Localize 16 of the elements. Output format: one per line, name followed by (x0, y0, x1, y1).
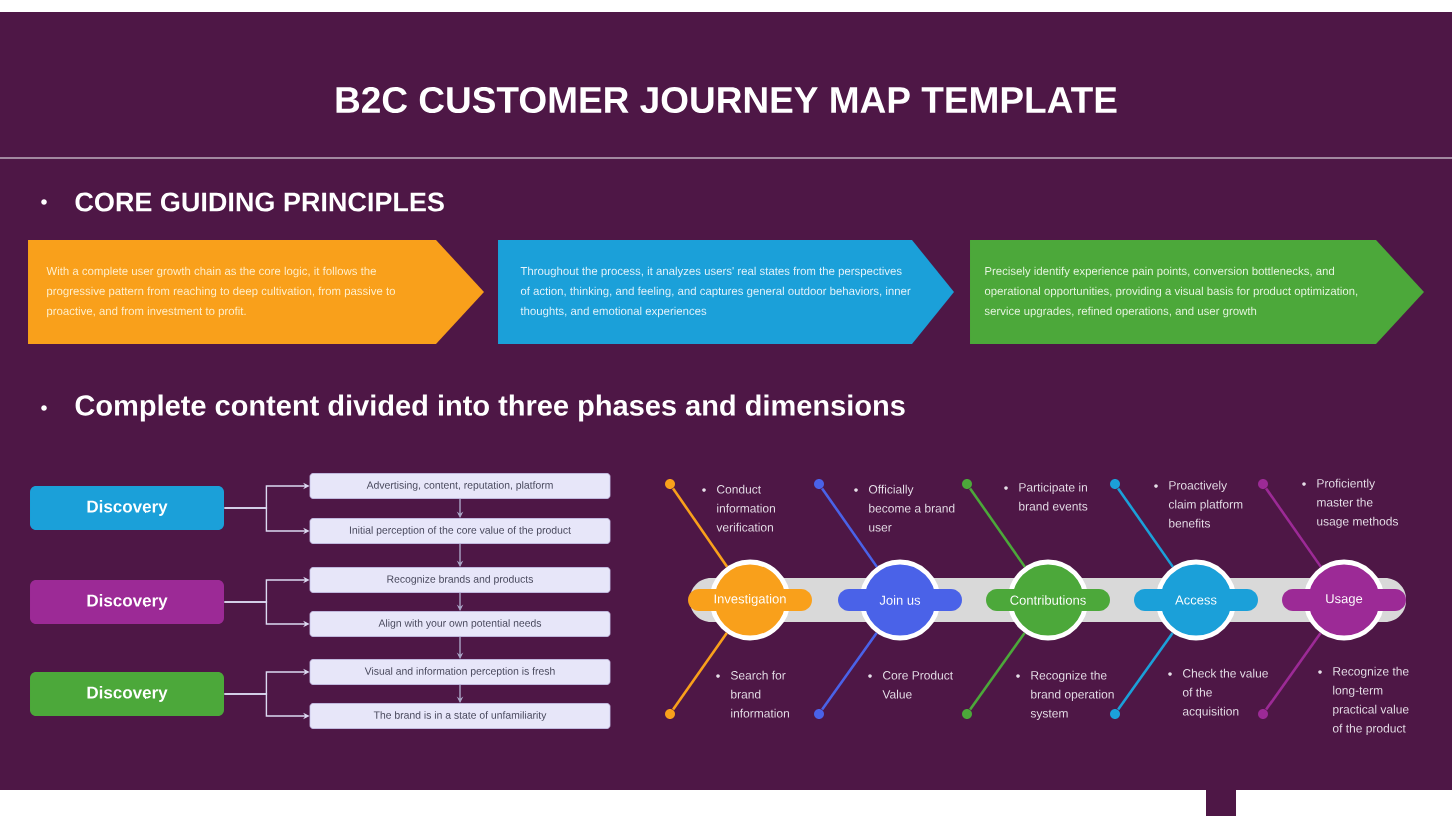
connector-line (672, 487, 729, 568)
title: B2C CUSTOMER JOURNEY MAP TEMPLATE (336, 86, 1117, 114)
connector-line (821, 487, 878, 568)
connector-line (1117, 632, 1174, 711)
connector-line (672, 632, 728, 711)
connector-line (969, 632, 1026, 711)
section-heading: CORE GUIDING PRINCIPLES (75, 192, 444, 212)
connector-line (821, 632, 878, 711)
connector-line (1265, 487, 1322, 568)
connector-line (1117, 487, 1174, 568)
section-heading: Complete content divided into three phases and dimensions (75, 394, 905, 422)
connector-line (1265, 632, 1322, 711)
phase-box: Discovery (30, 486, 224, 530)
phase-box: Discovery (30, 672, 224, 716)
phase-box: Discovery (30, 580, 224, 624)
connector-line (969, 487, 1026, 568)
